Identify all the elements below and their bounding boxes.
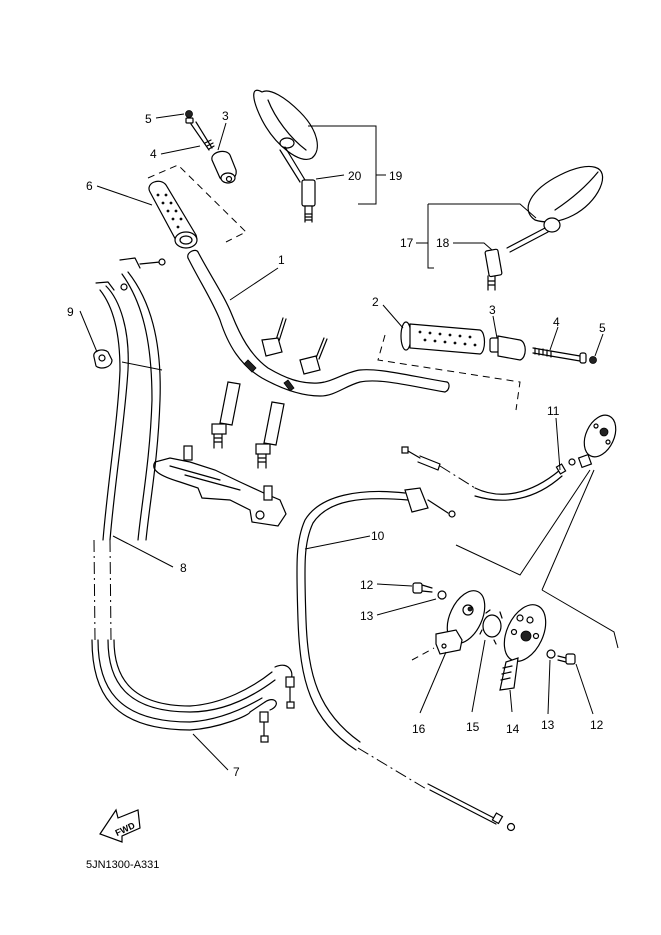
leader-9b [121, 361, 163, 371]
leader-15 [471, 639, 486, 713]
leader-8 [112, 535, 174, 568]
bar-end-left[interactable] [211, 150, 237, 184]
bolt-right[interactable] [532, 347, 587, 364]
callout-4-left[interactable]: 4 [150, 147, 157, 161]
dash-left-grip [147, 164, 247, 243]
leader-10 [304, 535, 371, 550]
callout-18[interactable]: 18 [436, 236, 450, 250]
holder-16[interactable] [435, 585, 492, 655]
callout-13b[interactable]: 13 [541, 718, 555, 732]
upper-bracket[interactable] [153, 445, 287, 527]
nut-left[interactable] [185, 110, 193, 118]
callout-12b[interactable]: 12 [590, 718, 604, 732]
leader-4b [549, 326, 559, 351]
leader-11 [555, 417, 561, 471]
choke-cable[interactable] [401, 446, 441, 471]
leader-13b [547, 659, 551, 715]
clutch-cable-end[interactable] [427, 783, 516, 832]
callout-12a[interactable]: 12 [360, 578, 374, 592]
callout-16[interactable]: 16 [412, 722, 426, 736]
callout-14[interactable]: 14 [506, 722, 520, 736]
drawing-code: 5JN1300-A331 [86, 859, 159, 871]
callout-10[interactable]: 10 [371, 529, 385, 543]
throttle-cable-7[interactable] [91, 639, 295, 743]
callout-20[interactable]: 20 [348, 169, 362, 183]
screw-12a[interactable] [412, 582, 433, 594]
leader-1 [229, 267, 279, 301]
grip-right[interactable] [400, 321, 486, 355]
handlebar[interactable] [187, 249, 450, 397]
callout-8[interactable]: 8 [180, 561, 187, 575]
washer-13a[interactable] [437, 590, 447, 600]
leader-9 [79, 310, 98, 353]
leader-7 [192, 733, 229, 771]
leader-6 [96, 185, 153, 206]
callout-15[interactable]: 15 [466, 720, 480, 734]
cable-break-11 [439, 465, 476, 489]
cable-break-8 [109, 539, 112, 641]
leader-14 [509, 689, 513, 713]
leader-20 [315, 174, 345, 180]
spring-plate-15[interactable] [479, 609, 503, 645]
cable-break-7 [93, 539, 96, 641]
lever-plate-14[interactable] [496, 598, 554, 691]
choke-lever-assy[interactable] [577, 410, 622, 469]
bracket-17 [427, 204, 434, 269]
leader-2 [382, 304, 404, 329]
choke-cable-end[interactable] [474, 458, 576, 501]
callout-19[interactable]: 19 [389, 169, 403, 183]
callout-6[interactable]: 6 [86, 179, 93, 193]
callout-13a[interactable]: 13 [360, 609, 374, 623]
callout-5-left[interactable]: 5 [145, 112, 152, 126]
leader-4a [160, 145, 201, 155]
callout-7[interactable]: 7 [233, 765, 240, 779]
leader-16 [419, 651, 447, 714]
clamp-upper-left[interactable] [261, 317, 287, 357]
leader-18 [453, 242, 493, 251]
clutch-cable[interactable] [296, 487, 456, 751]
bolt-left[interactable] [185, 117, 215, 151]
callout-3-left[interactable]: 3 [222, 109, 229, 123]
leader-3a [217, 122, 227, 151]
callout-1[interactable]: 1 [278, 253, 285, 267]
throttle-cable-8[interactable] [95, 257, 166, 541]
callout-4-right[interactable]: 4 [553, 315, 560, 329]
leader-5b [594, 333, 604, 357]
bar-end-right[interactable] [489, 335, 526, 361]
explode-line-a [455, 469, 591, 576]
dash-right-grip [377, 334, 521, 411]
leader-13a [376, 598, 437, 616]
mirror-right[interactable] [484, 165, 604, 291]
callout-2[interactable]: 2 [372, 295, 379, 309]
dash-holder [411, 647, 435, 661]
cable-break-10 [357, 747, 429, 791]
mirror-left[interactable] [253, 89, 318, 223]
leader-12a [376, 583, 413, 587]
screw-12b[interactable] [557, 653, 576, 665]
cable-clamp[interactable] [93, 349, 113, 369]
leader-5a [155, 113, 185, 119]
callout-9[interactable]: 9 [67, 305, 74, 319]
riser-right[interactable] [255, 401, 285, 469]
bracket-17-top [428, 203, 537, 219]
callout-17[interactable]: 17 [400, 236, 414, 250]
callout-3-right[interactable]: 3 [489, 303, 496, 317]
explode-line-b [541, 469, 619, 649]
callout-11[interactable]: 11 [547, 404, 560, 418]
callout-5-right[interactable]: 5 [599, 321, 606, 335]
riser-left[interactable] [211, 381, 241, 449]
bracket-19 [308, 125, 377, 205]
clamp-upper-right[interactable] [299, 337, 328, 375]
fwd-arrow-icon: FWD [99, 808, 141, 843]
leader-3b [492, 315, 498, 339]
leader-12b [575, 663, 594, 715]
nut-right[interactable] [589, 356, 597, 364]
grip-left[interactable] [148, 180, 198, 249]
washer-13b[interactable] [546, 649, 556, 659]
